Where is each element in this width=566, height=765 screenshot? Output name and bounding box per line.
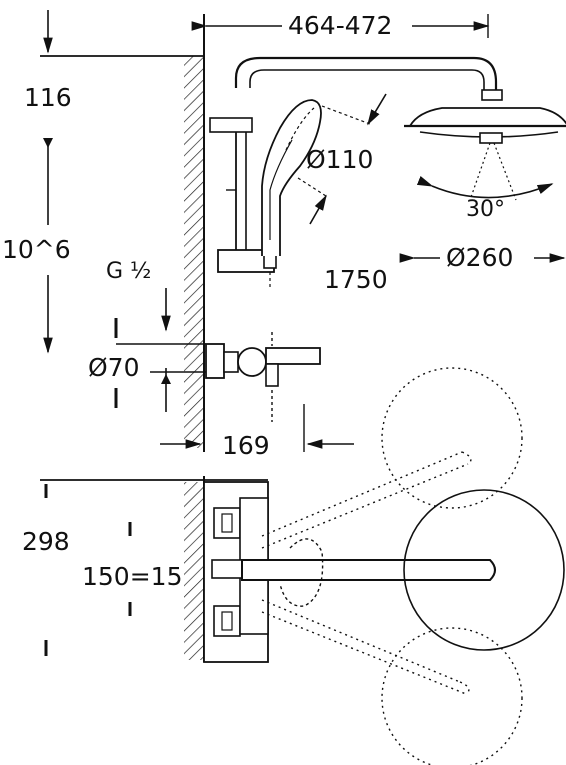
top-offset-label: 116 [24, 83, 72, 112]
wall-hatching-top [184, 14, 205, 452]
arm-length-label: 464-472 [288, 11, 392, 40]
hand-shower [261, 99, 322, 256]
wall-hatching-bottom [184, 476, 205, 662]
left-dimension-chain: 116 10^6 [2, 10, 72, 354]
thermostat-mixer-side [205, 332, 321, 422]
spray-angle-label: 30° [466, 197, 505, 222]
overhead-shower-head: 30° [404, 89, 566, 222]
bottom-height-label: 298 [22, 527, 70, 556]
elevation-view: 464-472 116 10^6 30° [2, 10, 566, 460]
thread-label: G ½ [106, 259, 151, 284]
shower-arm [234, 56, 498, 96]
mixer-projection-dimension: 169 [160, 404, 354, 460]
hand-shower-diameter-dimension: Ø110 [297, 93, 387, 225]
handle-swing-paths [261, 367, 523, 765]
mixer-handle [241, 538, 496, 607]
arm-length-dimension: 464-472 [191, 11, 490, 40]
hand-shower-diameter-label: Ø110 [306, 145, 373, 174]
head-diameter-label: Ø260 [446, 243, 513, 272]
knob-reach-circle [403, 489, 565, 651]
plan-view: 298 150=15 [22, 367, 565, 765]
centers-label: 150=15 [82, 562, 182, 591]
flange-diameter-label: Ø70 [88, 353, 140, 382]
mixer-projection-label: 169 [222, 431, 270, 460]
shower-height-label: 1750 [324, 265, 388, 294]
head-diameter-dimension: Ø260 [399, 243, 566, 272]
bottom-dimension-marks: 298 150=15 [22, 484, 182, 656]
riser-height-label: 10^6 [2, 235, 71, 264]
flange-dimension: Ø70 [88, 288, 206, 412]
